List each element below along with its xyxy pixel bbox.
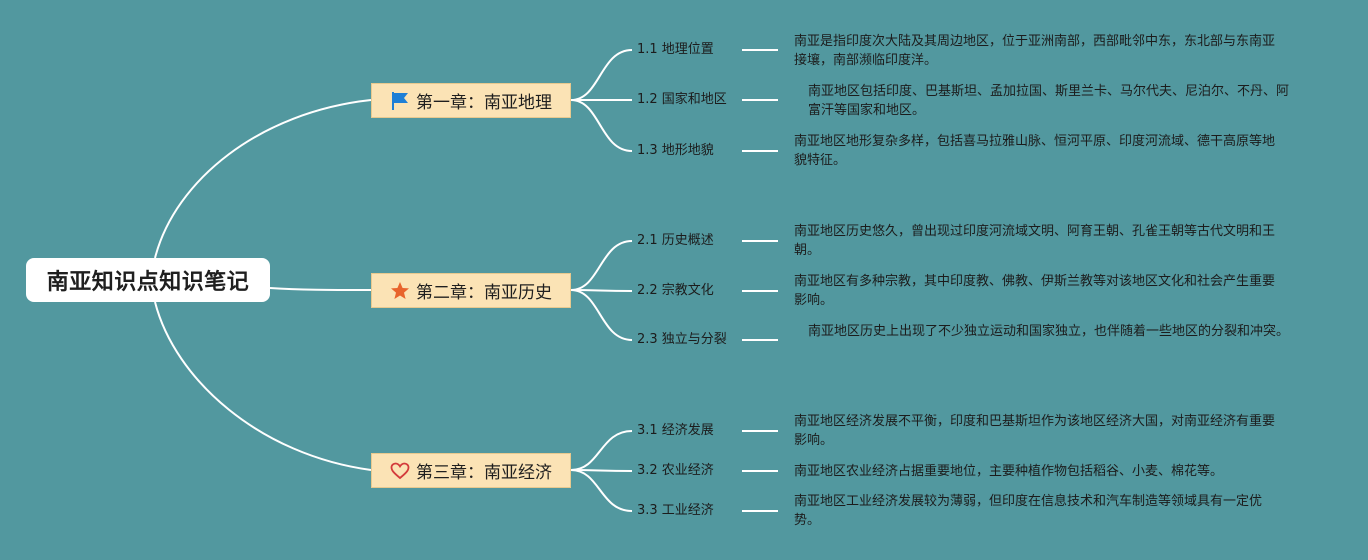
- topic-detail: 南亚地区地形复杂多样，包括喜马拉雅山脉、恒河平原、印度河流域、德干高原等地貌特征…: [794, 134, 1276, 168]
- topic-detail: 南亚地区历史悠久，曾出现过印度河流域文明、阿育王朝、孔雀王朝等古代文明和王朝。: [794, 224, 1276, 258]
- topic-node[interactable]: 2.3 独立与分裂: [637, 332, 727, 347]
- topic-node[interactable]: 3.2 农业经济: [637, 463, 714, 478]
- topic-detail: 南亚地区农业经济占据重要地位，主要种植作物包括稻谷、小麦、棉花等。: [794, 464, 1224, 479]
- root-title: 南亚知识点知识笔记: [46, 270, 250, 295]
- topic-node[interactable]: 2.2 宗教文化: [637, 283, 714, 298]
- chapter-node-geography[interactable]: 第一章：南亚地理: [371, 83, 571, 118]
- star-icon: [390, 281, 410, 301]
- connector-chapter-topic: [570, 469, 633, 512]
- connector-chapter-topic: [570, 49, 633, 101]
- heart-icon: [390, 461, 410, 481]
- topic-node[interactable]: 1.1 地理位置: [637, 42, 714, 57]
- topic-node[interactable]: 3.3 工业经济: [637, 503, 714, 518]
- connector-chapter-topic: [570, 430, 633, 471]
- flag-icon: [390, 91, 410, 111]
- topic-node[interactable]: 2.1 历史概述: [637, 233, 714, 248]
- connector-root-chapter: [154, 301, 372, 471]
- topic-detail: 南亚是指印度次大陆及其周边地区，位于亚洲南部，西部毗邻中东，东北部与东南亚接壤，…: [794, 34, 1276, 68]
- topic-node[interactable]: 1.3 地形地貌: [637, 143, 714, 158]
- chapter-node-history[interactable]: 第二章：南亚历史: [371, 273, 571, 308]
- connector-chapter-topic: [570, 240, 633, 291]
- topic-node[interactable]: 3.1 经济发展: [637, 423, 714, 438]
- topic-detail: 南亚地区历史上出现了不少独立运动和国家独立，也伴随着一些地区的分裂和冲突。: [808, 324, 1290, 339]
- topic-node[interactable]: 1.2 国家和地区: [637, 92, 727, 107]
- topic-detail: 南亚地区工业经济发展较为薄弱，但印度在信息技术和汽车制造等领域具有一定优势。: [794, 494, 1263, 528]
- topic-detail: 南亚地区经济发展不平衡，印度和巴基斯坦作为该地区经济大国，对南亚经济有重要影响。: [794, 414, 1276, 448]
- connector-root-chapter: [269, 287, 372, 291]
- chapter-title: 第二章：南亚历史: [416, 283, 552, 303]
- chapter-node-economy[interactable]: 第三章：南亚经济: [371, 453, 571, 488]
- root-node[interactable]: 南亚知识点知识笔记: [26, 258, 270, 302]
- connector-chapter-topic: [570, 99, 633, 152]
- connector-chapter-topic: [570, 289, 633, 292]
- chapter-title: 第三章：南亚经济: [416, 463, 552, 483]
- chapter-title: 第一章：南亚地理: [416, 93, 552, 113]
- topic-detail: 南亚地区包括印度、巴基斯坦、孟加拉国、斯里兰卡、马尔代夫、尼泊尔、不丹、阿富汗等…: [808, 84, 1290, 118]
- connector-root-chapter: [154, 99, 372, 259]
- connector-chapter-topic: [570, 289, 633, 341]
- topic-detail: 南亚地区有多种宗教，其中印度教、佛教、伊斯兰教等对该地区文化和社会产生重要影响。: [794, 274, 1276, 308]
